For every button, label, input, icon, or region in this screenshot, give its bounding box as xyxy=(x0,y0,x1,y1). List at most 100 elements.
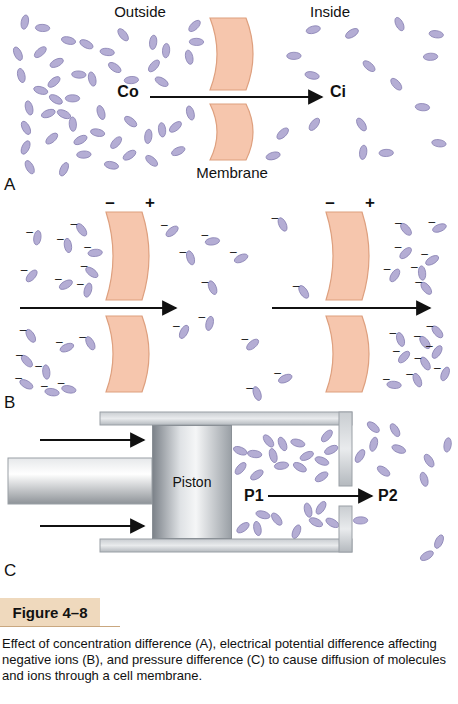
particle xyxy=(359,145,368,160)
particle xyxy=(368,436,379,452)
particle xyxy=(415,103,430,111)
label: + xyxy=(145,194,155,211)
ion-charge: – xyxy=(71,218,78,230)
particle xyxy=(90,128,106,138)
label: Inside xyxy=(310,4,350,19)
membrane-segment xyxy=(326,316,369,392)
particle xyxy=(323,443,339,456)
ion-charge: – xyxy=(395,217,402,229)
particle xyxy=(419,549,435,563)
ion-charge: – xyxy=(16,349,23,361)
ion-charge: – xyxy=(242,333,249,345)
particle xyxy=(324,516,340,529)
membrane-segment xyxy=(106,316,149,392)
ion-charge: – xyxy=(390,327,397,339)
particle xyxy=(233,461,248,477)
label: P2 xyxy=(378,488,398,504)
membrane-segment xyxy=(326,212,369,300)
particle xyxy=(355,116,369,132)
particle xyxy=(23,159,36,175)
particle xyxy=(12,46,25,62)
particle xyxy=(44,131,60,146)
particle xyxy=(170,145,186,158)
particle xyxy=(423,53,438,61)
particle xyxy=(154,75,170,88)
label: Co xyxy=(117,84,138,100)
particle xyxy=(33,45,49,60)
particle xyxy=(46,75,62,90)
particle xyxy=(247,449,262,458)
ion-charge: – xyxy=(426,340,433,352)
piston-rod xyxy=(8,458,152,504)
particle xyxy=(443,437,452,452)
particle xyxy=(252,521,262,537)
label: Ci xyxy=(330,84,346,100)
particle xyxy=(365,420,381,435)
ion-charge: – xyxy=(55,273,62,285)
particle xyxy=(24,100,35,116)
particle xyxy=(123,114,139,129)
particle xyxy=(353,448,367,464)
particle xyxy=(56,108,72,121)
particle xyxy=(33,230,42,245)
particle xyxy=(305,24,321,35)
node-text: Piston xyxy=(173,474,212,490)
label: P1 xyxy=(244,488,264,504)
particle xyxy=(235,520,251,534)
particle xyxy=(144,129,153,144)
particle xyxy=(287,52,301,59)
particle xyxy=(42,364,51,379)
particle xyxy=(185,250,196,266)
ion-charge: – xyxy=(77,278,84,290)
ion-charge: – xyxy=(415,276,422,288)
piston: Piston xyxy=(152,425,232,539)
ion-charge: – xyxy=(411,261,418,273)
particle xyxy=(391,443,407,455)
particle xyxy=(76,151,91,159)
ion-charge: – xyxy=(201,229,208,241)
particle xyxy=(308,516,324,529)
particle xyxy=(388,422,402,438)
membrane-segment xyxy=(106,212,149,300)
label: – xyxy=(325,194,334,211)
ion-charge: – xyxy=(202,276,209,288)
particle xyxy=(304,70,320,80)
ion-charge: – xyxy=(84,241,91,253)
particle xyxy=(307,116,321,132)
particle xyxy=(290,438,306,449)
particle xyxy=(429,30,444,39)
ion-charge: – xyxy=(274,367,281,379)
tab-rule xyxy=(0,626,120,627)
particle xyxy=(379,149,394,157)
particle xyxy=(376,464,392,478)
particle xyxy=(100,47,115,56)
particle xyxy=(314,455,330,467)
particle xyxy=(20,14,30,29)
ion-charge: – xyxy=(428,216,435,228)
particle xyxy=(187,18,202,33)
ion-charge: – xyxy=(161,219,168,231)
particle xyxy=(16,68,26,84)
caption: Effect of concentration difference (A), … xyxy=(2,636,452,684)
particle xyxy=(206,280,218,296)
particle xyxy=(393,16,406,32)
ion-charge: – xyxy=(246,382,253,394)
particle xyxy=(249,468,265,482)
ion-charge: – xyxy=(199,311,206,323)
particle xyxy=(35,24,50,32)
ion-charge: – xyxy=(79,331,86,343)
ion-charge: – xyxy=(434,362,441,374)
ion-charge: – xyxy=(393,345,400,357)
particle xyxy=(270,511,285,527)
particle xyxy=(146,58,161,74)
ion-charge: – xyxy=(421,248,428,260)
particle xyxy=(353,517,368,524)
particle xyxy=(33,85,49,96)
particle xyxy=(292,461,308,474)
particle xyxy=(124,76,139,84)
particle xyxy=(251,386,263,402)
particle xyxy=(65,95,79,102)
particle xyxy=(275,126,290,141)
particle xyxy=(71,71,86,79)
particle xyxy=(107,60,123,74)
